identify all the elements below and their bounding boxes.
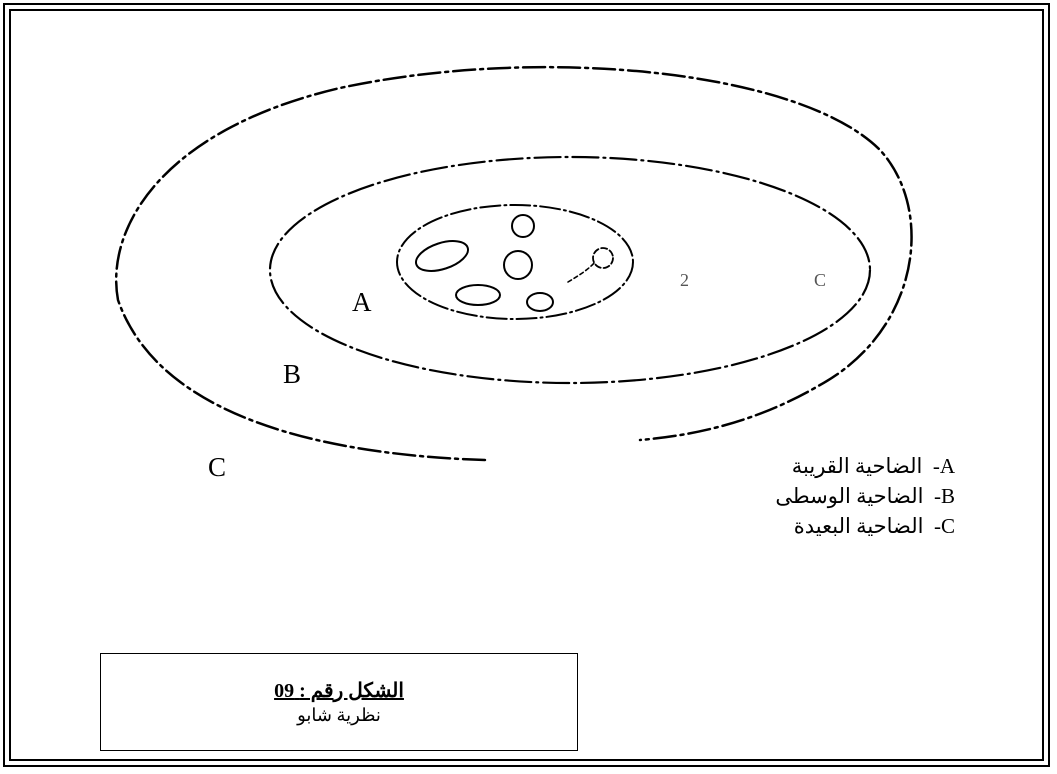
zone-label-a: A <box>352 287 372 318</box>
legend-item-c: الضاحية البعيدة -C <box>640 511 955 541</box>
outer-ring <box>116 67 911 460</box>
figure-caption: الشكل رقم : 09 نظرية شابو <box>100 653 578 751</box>
core-circle-right <box>593 248 613 268</box>
middle-ring-mark: 2 <box>680 270 689 290</box>
core-circle-center <box>504 251 532 279</box>
core-blob <box>412 235 471 276</box>
zone-label-c: C <box>208 452 226 483</box>
legend-item-b: الضاحية الوسطى -B <box>640 481 955 511</box>
legend-item-a: الضاحية القريبة -A <box>640 451 955 481</box>
figure-number: الشكل رقم : 09 <box>101 678 577 703</box>
inner-ring <box>397 205 633 319</box>
legend-letter: C <box>941 514 955 538</box>
legend-letter: B <box>941 484 955 508</box>
zone-label-b: B <box>283 359 301 390</box>
outer-ring-mark: C <box>814 270 826 290</box>
middle-ring <box>270 157 870 383</box>
legend-text: الضاحية الوسطى <box>775 484 923 508</box>
core-blob-small <box>527 293 553 311</box>
legend-text: الضاحية القريبة <box>792 454 923 478</box>
legend: الضاحية القريبة -A الضاحية الوسطى -B الض… <box>640 451 955 541</box>
core-circle-top <box>512 215 534 237</box>
legend-text: الضاحية البعيدة <box>794 514 924 538</box>
figure-title: نظرية شابو <box>101 705 577 726</box>
figure-number-value: 09 <box>274 680 294 702</box>
core-trail <box>568 262 595 282</box>
legend-letter: A <box>940 454 955 478</box>
figure-number-prefix: الشكل رقم : <box>299 680 404 702</box>
core-blob-lower <box>456 285 500 305</box>
